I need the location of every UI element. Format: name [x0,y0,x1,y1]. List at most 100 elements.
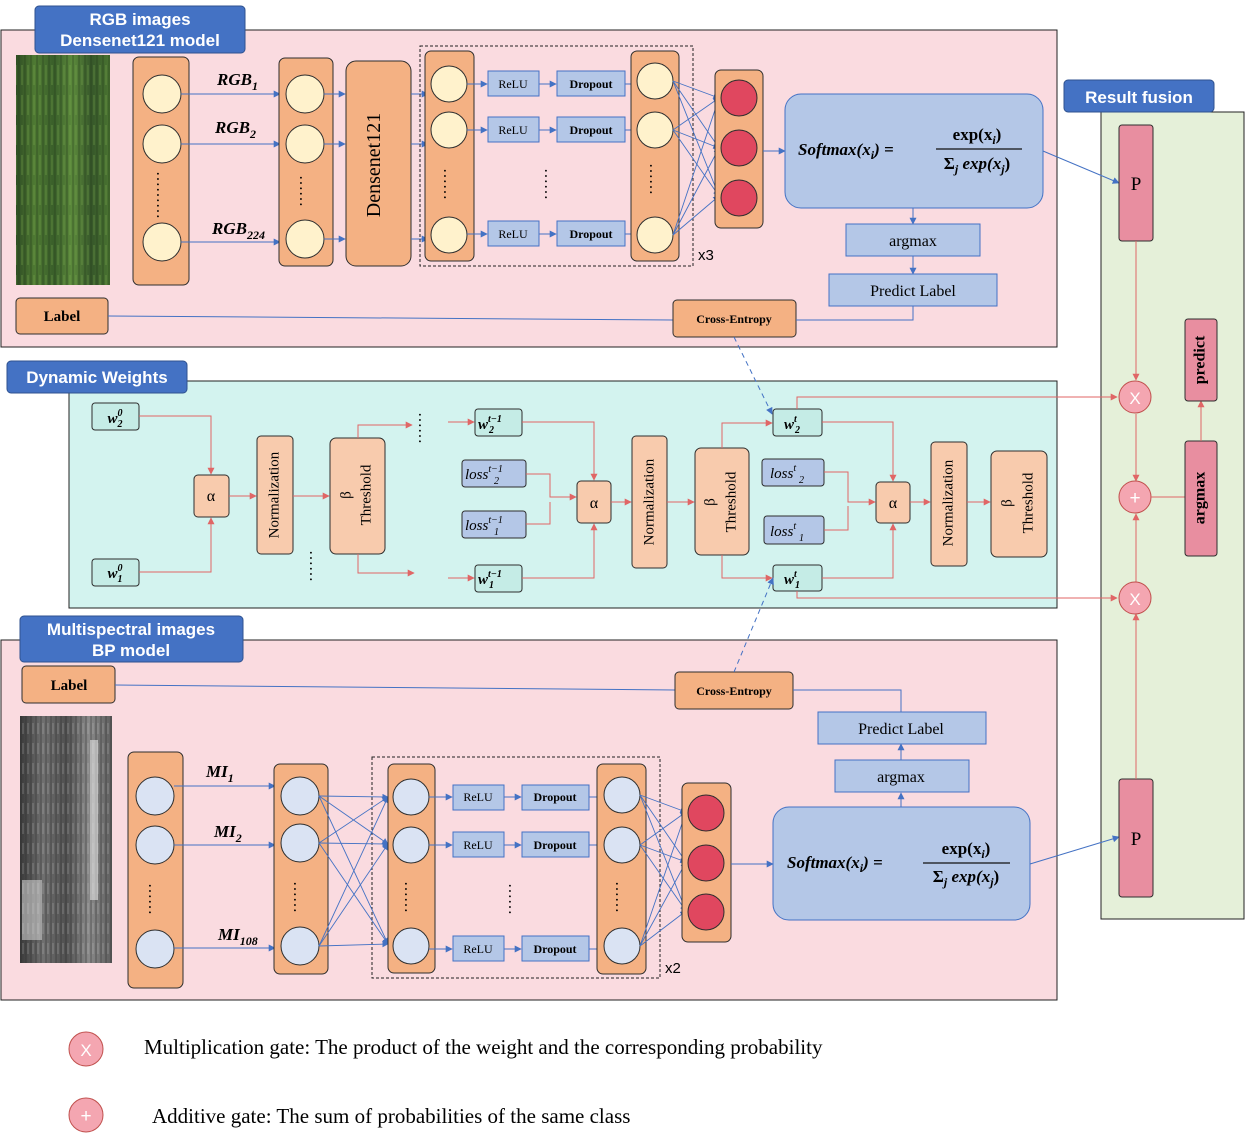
rgb-dropout-box [556,70,626,97]
ms-output-neuron [687,794,725,832]
fusion-argmax-label: argmax [1192,472,1209,524]
weight-w2-prev-sub: 2 [488,425,494,436]
threshold-label: Threshold [358,464,374,525]
dw-arrow [824,506,849,531]
w1-to-gate-arrow [796,591,1118,602]
dw-arrow [357,421,413,438]
ms-hidden-neuron [603,776,641,814]
fusion-predict-label: predict [1192,335,1209,384]
ms-cross-entropy-text: Cross-Entropy [696,684,772,698]
weight-w1-prev-sub: 1 [489,580,494,591]
ms-label-text: Label [51,678,88,694]
threshold-box [990,450,1048,558]
ms-output-neuron [687,844,725,882]
weight-w2-t-label: wt [784,414,798,433]
ms-input-label-108: MI108 [217,925,258,948]
ms-embed-neuron [280,823,320,863]
normalization-box [256,435,294,555]
ms-relu-label: ReLU [463,838,493,852]
add-gate-symbol: + [1129,488,1140,509]
ms-label-line [114,684,676,691]
dw-arrow [721,555,773,582]
ms-dropout-label: Dropout [533,790,576,804]
rgb-softmax-to-p-arrow [1042,150,1120,184]
legend-add-symbol: + [80,1106,91,1127]
ms-softmax-formula: Softmax(xi) = exp(xi) Σj exp(xj) [787,839,1010,889]
alpha-label: α [889,495,898,512]
rgb-repeat-box [419,45,694,267]
rgb-relu-label: ReLU [498,123,528,137]
legend-add-gate: + Additive gate: The sum of probabilitie… [68,1097,630,1133]
dw-ellipsis: …… [415,412,432,444]
rgb-hidden-layer-a [424,50,475,262]
add-gate-icon: + [1118,480,1152,514]
legend-mult-text: Multiplication gate: The product of the … [144,1035,823,1059]
ms-title-line1: Multispectral images [47,620,215,639]
ms-section-title: Multispectral images BP model [19,615,244,663]
rgb-input-neuron [142,222,182,262]
dw-arrow [721,419,773,448]
ms-embed-ellipsis: …… [290,881,307,913]
ms-relu-label: ReLU [463,790,493,804]
weight-w1-t-sub: 1 [795,580,800,591]
dw-arrow [522,421,598,481]
beta-label: β [999,499,1015,507]
rgb-section-title: RGB images Densenet121 model [34,5,246,54]
loss-2-prev-label: losst−1 [465,464,503,483]
threshold-label: Threshold [1020,472,1036,533]
beta-label: β [338,491,354,499]
rgb-dropout-box [556,220,626,247]
ms-field-bright-patch [22,880,42,940]
softmax-lhs: Softmax(xi) = [798,140,894,162]
ms-argmax-label: argmax [877,769,925,786]
ms-fc-connections-b [639,794,688,947]
mult-gate-icon: X [1118,581,1152,615]
rgb-dropout-label: Dropout [569,77,612,91]
dw-arrow [522,523,598,579]
ms-title-line2: BP model [92,641,170,660]
fusion-p-label-bottom: P [1131,829,1142,850]
densenet121-label: Densenet121 [363,113,385,217]
rgb-relu-label: ReLU [498,77,528,91]
rgb-argmax-box [845,223,981,257]
rgb-fc-connections [672,80,721,236]
ms-dropout-label: Dropout [533,838,576,852]
ms-input-neuron [135,929,175,969]
rgb-input-label-1: RGB1 [216,70,258,93]
ms-argmax-box [834,759,970,793]
alpha-label: α [590,495,599,512]
normalization-label: Normalization [940,459,956,546]
rgb-hidden-layer-b [630,50,680,262]
dw-ellipsis: …… [306,550,323,582]
rgb-input-label-224: RGB224 [211,219,265,242]
ms-predict-to-ce-line [793,689,902,712]
ms-dropout-label: Dropout [533,942,576,956]
ms-dropout-box [521,935,590,962]
dw-arrow [139,517,215,573]
ms-relu-box [452,935,505,962]
loss-2-prev-sub: 2 [494,476,499,487]
rgb-embed-neuron [285,219,325,259]
ms-label-box [21,665,116,704]
ms-input-layer [127,751,184,989]
rgb-predict-to-ce-line [796,306,914,321]
rgb-dropout-box [556,116,626,143]
ms-fc-connections-a [318,793,389,948]
mult-gate-icon: X [1118,380,1152,414]
ms-input-ellipsis: …… [145,883,162,915]
rgb-hidden-ellipsis: …… [646,163,663,195]
loss-1-prev-label: losst−1 [465,515,503,534]
ms-field-bright-strip [90,740,98,900]
ms-input-neuron [135,776,175,816]
rgb-hidden-neuron [430,216,468,254]
beta-label: β [702,498,718,506]
rgb-hidden-neuron [430,65,468,103]
ms-predict-label-text: Predict Label [858,721,944,738]
ms-hidden-ellipsis: …… [401,881,418,913]
rgb-relu-box [487,116,540,143]
ms-hidden-neuron [392,927,430,965]
rgb-output-neuron [720,179,758,217]
loss-1-t-label: losst [770,521,796,540]
